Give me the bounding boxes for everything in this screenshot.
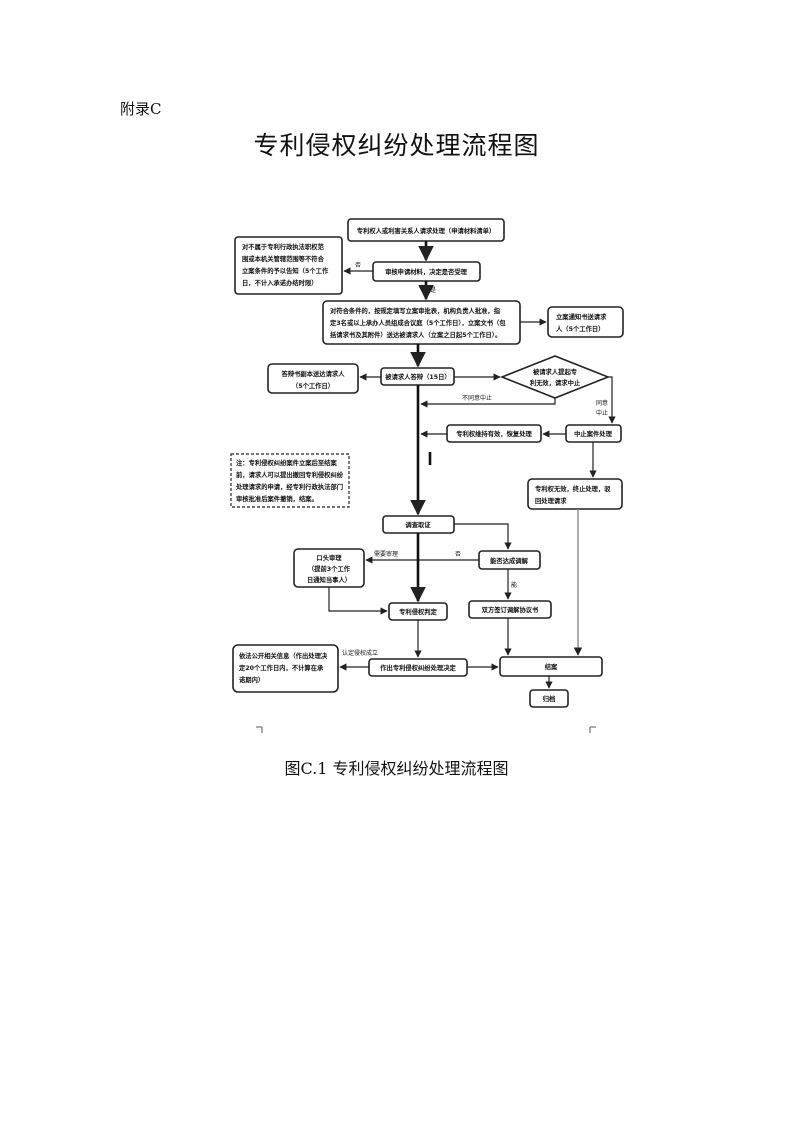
- publish-line-1: 依法公开相关信息（作出处理决: [239, 651, 328, 660]
- node-review-text: 审核申请材料，决定是否受理: [385, 267, 468, 276]
- node-agreement: 双方签订调解协议书: [468, 600, 552, 619]
- node-determine: 专利侵权判定: [388, 602, 448, 621]
- diamond-line-1: 被请求人提起专: [533, 367, 577, 376]
- note-line-4: 审核批准后案件撤销，结案。: [236, 494, 318, 503]
- note-line-1: 注：专利侵权纠纷案件立案后至结案: [236, 458, 337, 467]
- diamond-line-2: 利无效，请求中止: [529, 378, 581, 387]
- node-archive-text: 归档: [543, 694, 556, 703]
- node-resume: 专利权维持有效，恢复处理: [446, 424, 542, 443]
- publish-line-2: 定20个工作日内，不计算在承: [239, 663, 324, 672]
- node-request: 专利权人或利害关系人请求处理（申请材料清单）: [347, 218, 505, 242]
- node-determine-text: 专利侵权判定: [399, 607, 437, 616]
- node-archive: 归档: [529, 689, 569, 708]
- node-respondent-text: 被请求人答辩（15日）: [385, 372, 450, 381]
- edge-label-infringement-found: 认定侵权成立: [342, 649, 378, 657]
- node-mediation-text: 调查取证: [405, 520, 431, 529]
- node-resume-text: 专利权维持有效，恢复处理: [456, 429, 532, 438]
- crop-marks: [256, 726, 596, 733]
- node-agree-q: 能否达成调解: [478, 550, 541, 570]
- not-accept-line-4: 日，不计入承诺办结时限）: [242, 278, 318, 287]
- node-mediation: 调查取证: [382, 515, 455, 534]
- node-notify: 立案通知书送请求 人（5个工作日）: [547, 306, 624, 338]
- node-invalid: 专利权无效，终止处理，驳 回处理请求: [527, 478, 623, 510]
- note-line-3: 处理请求的申请，经专利行政执法部门: [235, 482, 343, 491]
- invalid-line-1: 专利权无效，终止处理，驳: [535, 484, 611, 493]
- node-decision: 作出专利侵权纠纷处理决定: [368, 658, 468, 677]
- oral-line-1: 口头审理: [316, 553, 342, 562]
- edge-label-no: 否: [355, 262, 361, 269]
- edge-label-not-agree-suspend: 不同意中止: [462, 394, 492, 402]
- node-decision-text: 作出专利侵权纠纷处理决定: [380, 663, 456, 672]
- node-oral: 口头审理 （提前3个工作 日通知当事人）: [293, 548, 365, 588]
- node-agreement-text: 双方签订调解协议书: [482, 605, 539, 614]
- not-accept-line-3: 立案条件的予以告知（5个工作: [242, 266, 329, 275]
- node-publish: 依法公开相关信息（作出处理决 定20个工作日内，不计算在承 诺期内）: [232, 644, 339, 693]
- notify-line-1: 立案通知书送请求: [556, 312, 607, 321]
- edge-label-can: 能: [511, 581, 517, 589]
- node-diamond: 被请求人提起专 利无效，请求中止: [499, 355, 611, 399]
- notify-line-2: 人（5个工作日）: [556, 324, 604, 333]
- appendix-label: 附录C: [120, 100, 162, 118]
- defense-copy-line-2: （5个工作日）: [292, 381, 334, 390]
- node-accept: 对符合条件的，按规定填写立案审批表，机构负责人批准，指 定3名或以上承办人员组成…: [322, 300, 521, 345]
- node-suspend: 中止案件处理: [565, 424, 622, 443]
- edge-label-no2: 否: [455, 551, 461, 558]
- publish-line-3: 诺期内）: [239, 675, 264, 684]
- invalid-line-2: 回处理请求: [535, 496, 567, 505]
- edge-label-suspend: 中止: [596, 409, 608, 417]
- accept-line-2: 定3名或以上承办人员组成合议庭（5个工作日），立案文书（包: [330, 318, 506, 327]
- edge-label-agree: 同意: [596, 399, 608, 407]
- node-suspend-text: 中止案件处理: [574, 429, 612, 438]
- node-respondent: 被请求人答辩（15日）: [380, 367, 455, 386]
- node-close: 结案: [499, 656, 603, 677]
- node-close-text: 结案: [545, 662, 558, 671]
- oral-line-3: 日通知当事人）: [307, 575, 351, 584]
- node-note: 注：专利侵权纠纷案件立案后至结案 前，请求人可以提出撤回专利侵权纠纷 处理请求的…: [230, 453, 350, 508]
- not-accept-line-2: 围或本机关管辖范围等不符合: [242, 254, 325, 263]
- connectors: [328, 241, 616, 689]
- node-review: 审核申请材料，决定是否受理: [372, 261, 481, 282]
- accept-line-1: 对符合条件的，按规定填写立案审批表，机构负责人批准，指: [330, 306, 501, 315]
- node-request-text: 专利权人或利害关系人请求处理（申请材料清单）: [357, 226, 496, 235]
- node-defense-copy: 答辩书副本送达请求人 （5个工作日）: [267, 363, 359, 394]
- node-not-accept: 对不属于专利行政执法职权范 围或本机关管辖范围等不符合 立案条件的予以告知（5个…: [234, 236, 343, 295]
- accept-line-3: 括请求书及其附件）送达被请求人（立案之日起5个工作日）。: [330, 330, 501, 339]
- defense-copy-line-1: 答辩书副本送达请求人: [282, 369, 346, 378]
- not-accept-line-1: 对不属于专利行政执法职权范: [242, 242, 325, 251]
- node-agree-q-text: 能否达成调解: [490, 556, 528, 565]
- note-line-2: 前，请求人可以提出撤回专利侵权纠纷: [236, 470, 344, 479]
- oral-line-2: （提前3个工作: [308, 564, 351, 573]
- figure-caption: 图C.1 专利侵权纠纷处理流程图: [284, 759, 509, 778]
- edge-label-yes: 是: [430, 287, 436, 294]
- edge-label-need-oral: 需要审理: [374, 550, 398, 558]
- document-title: 专利侵权纠纷处理流程图: [253, 131, 540, 160]
